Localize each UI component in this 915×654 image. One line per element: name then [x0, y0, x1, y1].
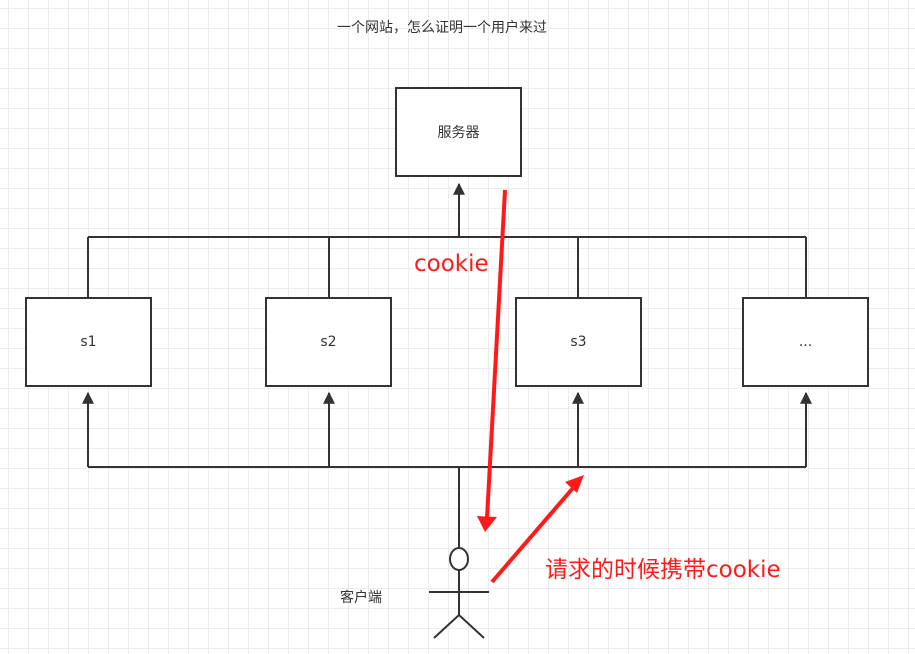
- node-box-s1: s1: [25, 297, 152, 387]
- server-label: 服务器: [437, 125, 480, 141]
- diagram-title: 一个网站，怎么证明一个用户来过: [337, 20, 547, 36]
- node-label: s2: [320, 334, 337, 350]
- cookie-return-arrowhead: [477, 516, 497, 532]
- node-box-more: ...: [742, 297, 869, 387]
- node-label: s3: [570, 334, 587, 350]
- top-bus: [87, 182, 807, 298]
- red-annotations: [477, 189, 584, 584]
- cookie-annotation: cookie: [414, 251, 489, 277]
- node-box-s3: s3: [515, 297, 642, 387]
- cookie-return-arrow: [485, 189, 507, 519]
- request-arrowhead: [565, 475, 584, 493]
- client-actor-icon: [429, 547, 489, 639]
- server-box: 服务器: [395, 87, 522, 177]
- node-label: ...: [798, 334, 813, 350]
- bottom-bus: [82, 391, 812, 548]
- request-annotation: 请求的时候携带cookie: [545, 557, 781, 583]
- request-arrow: [490, 486, 575, 584]
- node-label: s1: [80, 334, 97, 350]
- client-label: 客户端: [340, 590, 382, 606]
- node-box-s2: s2: [265, 297, 392, 387]
